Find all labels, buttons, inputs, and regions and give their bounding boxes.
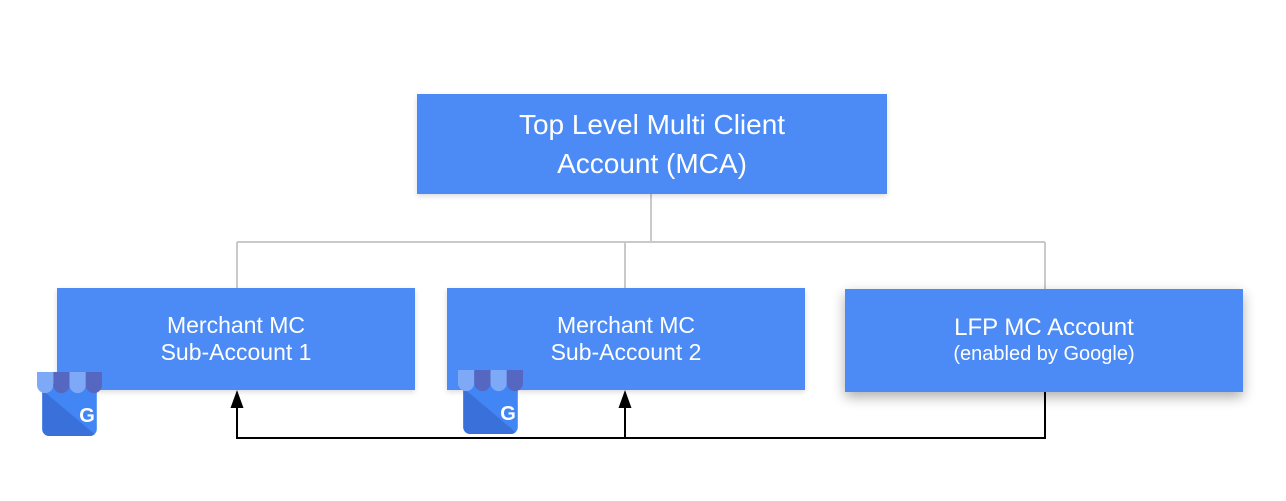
node-label-line1: Merchant MC — [166, 312, 306, 338]
awning-scallop — [506, 374, 523, 392]
node-label-line2: Sub-Account 1 — [160, 339, 312, 365]
node-merchant-sub-account-1: Merchant MC Sub-Account 1 — [57, 288, 415, 390]
arrowhead-sub1 — [230, 390, 244, 408]
node-label-line1: Top Level Multi Client — [518, 109, 786, 140]
feed-arrow-path — [236, 392, 1046, 439]
arrowhead-sub2 — [618, 390, 632, 408]
awning-scallop — [458, 374, 475, 392]
store-body-fold — [463, 388, 518, 434]
node-label-line2: (enabled by Google) — [953, 343, 1135, 365]
awning-scallop — [474, 374, 491, 392]
node-label-line2: Sub-Account 2 — [550, 339, 702, 365]
business-profile-icon: G — [37, 372, 102, 436]
awning-scallop — [53, 376, 70, 394]
node-label-line2: Account (MCA) — [557, 148, 747, 179]
icon-letter-g: G — [500, 403, 516, 425]
awning-scallop — [85, 376, 102, 394]
hierarchy-tree-lines — [236, 194, 1046, 289]
node-top-level-mca: Top Level Multi Client Account (MCA) — [417, 94, 887, 194]
icon-letter-g: G — [79, 405, 95, 427]
node-merchant-sub-account-2: Merchant MC Sub-Account 2 — [447, 288, 805, 390]
node-label-line1: LFP MC Account — [954, 314, 1134, 341]
node-lfp-mc-account: LFP MC Account (enabled by Google) — [845, 289, 1243, 392]
store-awning — [37, 372, 102, 394]
awning-scallop — [490, 374, 507, 392]
awning-scallop — [37, 376, 54, 394]
business-profile-icon: G — [458, 370, 523, 434]
store-awning — [458, 370, 523, 392]
lfp-feed-arrows — [230, 390, 1046, 439]
node-label-line1: Merchant MC — [556, 312, 696, 338]
awning-scallop — [69, 376, 86, 394]
